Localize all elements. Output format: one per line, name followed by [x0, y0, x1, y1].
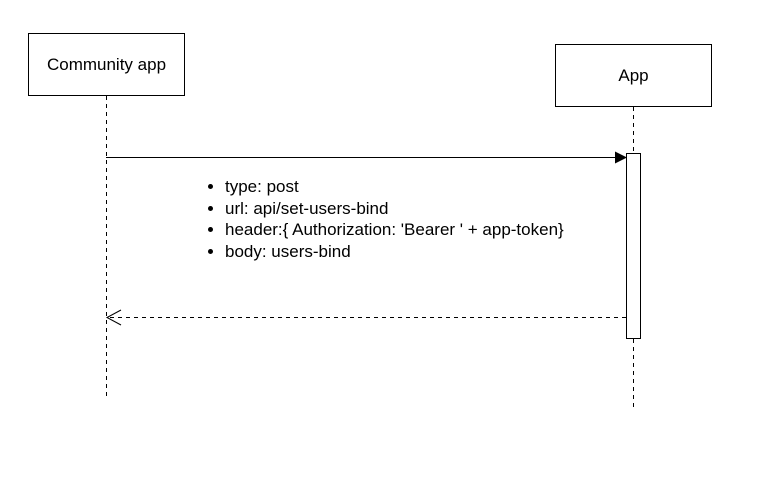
request-details-list: type: post url: api/set-users-bind heade…	[198, 176, 564, 262]
return-arrowhead	[105, 309, 122, 326]
request-header-item: header:{ Authorization: 'Bearer ' + app-…	[225, 219, 564, 241]
request-url-item: url: api/set-users-bind	[225, 198, 564, 220]
app-label: App	[618, 65, 649, 85]
community-app-participant: Community app	[28, 33, 185, 96]
app-activation-bar	[626, 153, 641, 339]
community-app-label: Community app	[46, 54, 167, 74]
request-type-item: type: post	[225, 176, 564, 198]
app-participant: App	[555, 44, 712, 107]
request-body-item: body: users-bind	[225, 241, 564, 263]
